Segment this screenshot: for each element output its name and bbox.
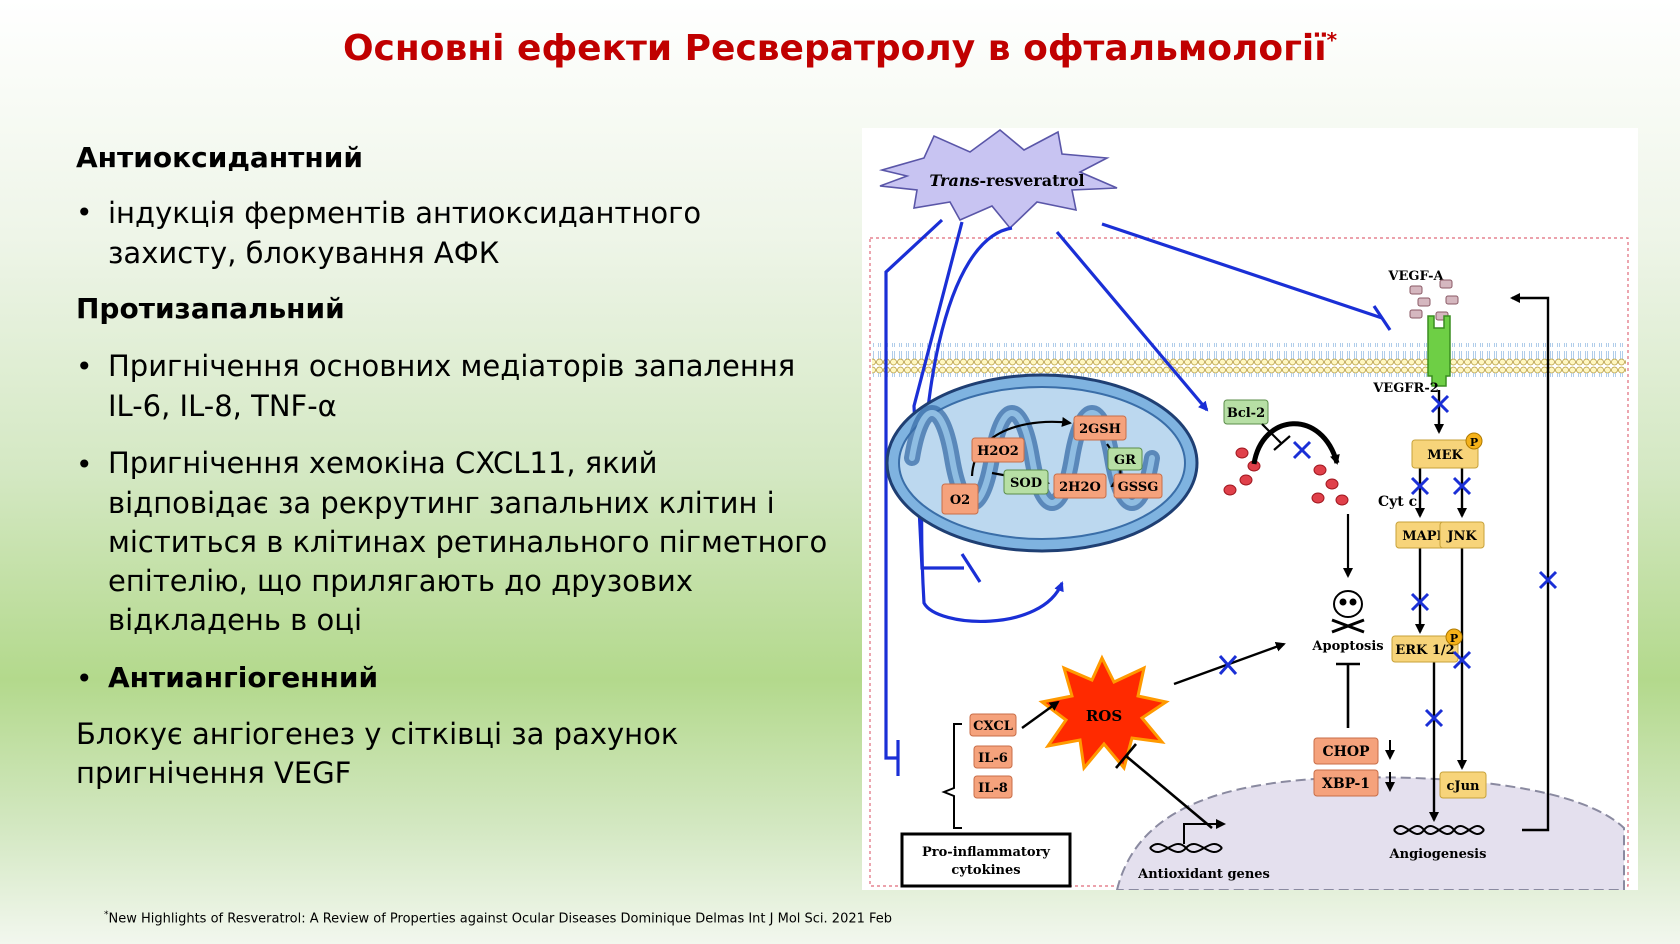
h2o2-box: H2O2 <box>971 437 1025 463</box>
resveratrol-italic-label: Trans <box>929 171 979 190</box>
angiogenesis-label: Angiogenesis <box>1389 847 1487 862</box>
h2o2-label: H2O2 <box>977 444 1019 459</box>
erk-box: ERK 1/2 P <box>1391 628 1463 663</box>
xbp1-box: XBP-1 <box>1313 769 1395 797</box>
footnote: *New Highlights of Resveratrol: A Review… <box>104 910 893 927</box>
cjun-box: cJun <box>1439 771 1487 799</box>
vegfa-label: VEGF-A <box>1387 269 1444 284</box>
resveratrol-effects <box>884 218 1392 776</box>
il6-label: IL-6 <box>978 751 1008 766</box>
cxcl-label: CXCL <box>973 719 1013 734</box>
bullet-dot: • <box>76 196 93 229</box>
antiinflammatory-bullet-line: міститься в клітинах ретинального пігмет… <box>108 525 828 559</box>
proinflammatory-box: Pro-inflammatory cytokines <box>900 832 1072 888</box>
ros-label: ROS <box>1086 707 1122 725</box>
h2o-box: 2H2O <box>1053 473 1107 499</box>
bcl2-inhibition <box>1251 421 1353 578</box>
antiangiogenic-text-line: Блокує ангіогенез у сітківці за рахунок <box>76 717 679 751</box>
inhibit-bar-mitochondria <box>960 553 982 583</box>
antiinflammatory-bullet-line: відкладень в оці <box>108 603 363 637</box>
slide-title: Основні ефекти Ресвератролу в офтальмоло… <box>342 28 1338 69</box>
vegfa-dimers <box>1409 279 1459 321</box>
ros-to-apoptosis <box>1173 642 1286 686</box>
angiogenesis-dna-icon <box>1393 824 1485 836</box>
cytc-label: Cyt c <box>1378 494 1417 510</box>
cytokines-to-ros <box>1021 700 1060 729</box>
sod-box: SOD <box>1003 469 1049 495</box>
antiinflammatory-bullet-line: епітелію, що прилягають до друзових <box>108 564 694 598</box>
cxcl-box: CXCL <box>969 713 1017 737</box>
gssg-label: GSSG <box>1118 480 1159 495</box>
il8-label: IL-8 <box>978 781 1008 796</box>
antiinflammatory-bullet-line: IL-6, IL-8, TNF-α <box>108 389 337 423</box>
cjun-label: cJun <box>1447 779 1481 794</box>
erk-phospho-label: P <box>1450 632 1458 645</box>
cascade-block-x-icons <box>1410 394 1558 728</box>
cytochrome-c-dots <box>1223 447 1349 506</box>
antioxidant-inhibits-ros <box>1115 743 1213 829</box>
bullet-dot: • <box>76 448 93 481</box>
antiinflammatory-heading: Протизапальний <box>76 292 345 325</box>
chop-label: CHOP <box>1322 744 1370 760</box>
cytokines-label: cytokines <box>951 863 1020 878</box>
gsh-box: 2GSH <box>1073 415 1127 441</box>
block-x-icon <box>1292 440 1312 460</box>
antiinflammatory-bullet-line: Пригнічення основних медіаторів запаленн… <box>108 349 796 383</box>
gr-box: GR <box>1107 447 1143 471</box>
resveratrol-pathway-diagram: Trans-resveratrol H2O2 2GSH GR <box>862 128 1638 890</box>
antioxidant-bullet-line: захисту, блокування АФК <box>108 236 500 270</box>
chop-box: CHOP <box>1313 737 1395 765</box>
vegfr2-label: VEGFR-2 <box>1372 381 1439 396</box>
ros-node: ROS <box>1038 654 1170 772</box>
bullet-dot: • <box>76 662 93 695</box>
erk-label: ERK 1/2 <box>1395 643 1454 658</box>
proinflammatory-label: Pro-inflammatory <box>922 845 1050 860</box>
inhibit-line-vegfr <box>1101 222 1383 320</box>
mek-phospho-label: P <box>1470 436 1478 449</box>
sod-label: SOD <box>1010 476 1042 491</box>
gsh-label: 2GSH <box>1079 422 1121 437</box>
il8-box: IL-8 <box>973 775 1013 799</box>
antioxidant-genes-dna-icon <box>1149 819 1226 854</box>
cell-membrane <box>872 343 1626 377</box>
cytokine-bracket <box>941 723 962 829</box>
antioxidant-bullet-line: індукція ферментів антиоксидантного <box>108 196 702 230</box>
il6-box: IL-6 <box>973 745 1013 769</box>
antiinflammatory-bullet-line: Пригнічення хемокіна CXCL11, який <box>108 446 658 480</box>
trans-resveratrol-node: Trans-resveratrol <box>878 128 1118 230</box>
skull-icon <box>1331 590 1365 634</box>
mapk-label: MAPK <box>1402 529 1448 544</box>
inhibit-line-cytokines <box>884 218 944 760</box>
inhibit-bar-vegfr <box>1372 305 1392 331</box>
arrow-to-sod <box>920 226 1064 623</box>
antiangiogenic-heading: Антиангіогенний <box>108 661 379 694</box>
arrow-to-bcl2 <box>1055 230 1209 412</box>
gssg-box: GSSG <box>1113 473 1163 499</box>
xbp1-label: XBP-1 <box>1322 776 1370 792</box>
antiinflammatory-bullet-line: відповідає за рекрутинг запальних клітин… <box>108 486 775 520</box>
vegfr2-receptor <box>1427 315 1451 387</box>
resveratrol-label: -resveratrol <box>980 171 1085 190</box>
mitochondrion <box>885 373 1199 553</box>
jnk-label: JNK <box>1446 529 1477 544</box>
bcl2-box: Bcl-2 <box>1223 399 1269 425</box>
mek-label: MEK <box>1427 448 1463 463</box>
antiangiogenic-text-line: пригнічення VEGF <box>76 756 352 790</box>
mek-box: MEK P <box>1411 432 1483 469</box>
o2-label: O2 <box>950 493 970 508</box>
apoptosis-label: Apoptosis <box>1311 639 1383 654</box>
antioxidant-genes-label: Antioxidant genes <box>1137 867 1270 882</box>
bcl2-label: Bcl-2 <box>1227 406 1265 421</box>
svg-text:Trans-resveratrol: Trans-resveratrol <box>929 171 1084 190</box>
gr-label: GR <box>1114 453 1136 468</box>
antioxidant-heading: Антиоксидантний <box>76 141 363 174</box>
chop-inhibits-apoptosis <box>1336 662 1360 728</box>
h2o-label: 2H2O <box>1059 480 1101 495</box>
bullet-dot: • <box>76 350 93 383</box>
jnk-box: JNK <box>1439 521 1485 549</box>
o2-box: O2 <box>941 483 979 515</box>
